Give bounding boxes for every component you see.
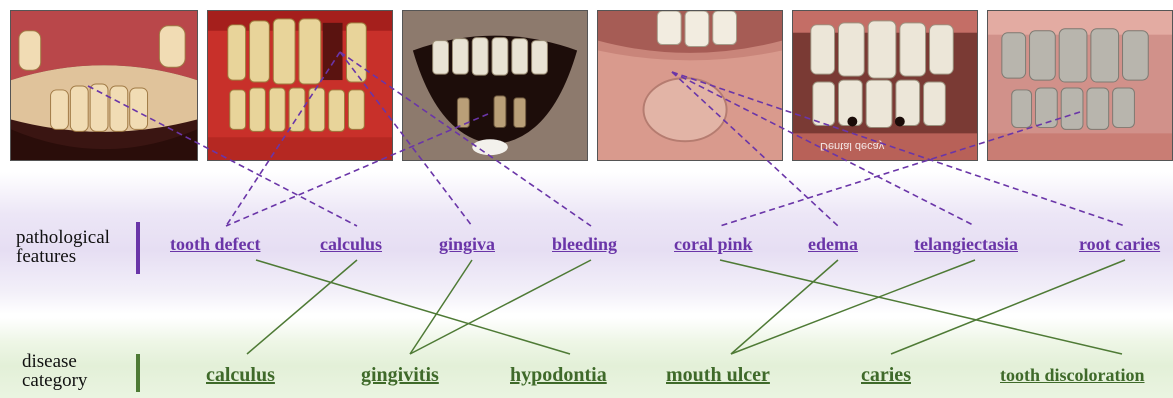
feature-calculus: calculus [320,234,382,255]
disease-mouth-ulcer: mouth ulcer [666,364,770,387]
image-feature-link-3 [340,52,591,226]
disease-row-label: disease category [22,352,87,390]
feature-disease-link-6 [731,260,975,354]
image-feature-link-6 [672,72,975,226]
feature-disease-link-5 [731,260,838,354]
image-feature-link-7 [672,72,1125,226]
feature-bleeding: bleeding [552,234,617,255]
features-row-label: pathological features [16,228,110,266]
image-feature-link-2 [340,52,472,226]
feature-coral-pink: coral pink [674,234,753,255]
disease-row-label-line2: category [22,371,87,390]
image-feature-link-8 [720,112,1080,226]
feature-disease-link-3 [410,260,591,354]
disease-row-bar [136,354,140,392]
feature-disease-link-4 [720,260,1122,354]
feature-root-caries: root caries [1079,234,1160,255]
disease-calculus: calculus [206,364,275,387]
image-feature-link-0 [88,86,357,226]
feature-telangiectasia: telangiectasia [914,234,1018,255]
features-row-label-line1: pathological [16,228,110,247]
disease-row-label-line1: disease [22,352,87,371]
feature-disease-link-7 [891,260,1125,354]
disease-tooth-discoloration: tooth discoloration [1000,365,1145,386]
disease-gingivitis: gingivitis [361,364,439,387]
image-feature-link-1 [226,52,340,226]
disease-hypodontia: hypodontia [510,364,607,387]
feature-edema: edema [808,234,858,255]
features-row-bar [136,222,140,274]
feature-gingiva: gingiva [439,234,495,255]
disease-caries: caries [861,364,911,387]
feature-disease-link-2 [410,260,472,354]
image-feature-link-5 [672,72,838,226]
image-feature-link-4 [226,114,488,226]
features-row-label-line2: features [16,247,110,266]
feature-tooth-defect: tooth defect [170,234,260,255]
